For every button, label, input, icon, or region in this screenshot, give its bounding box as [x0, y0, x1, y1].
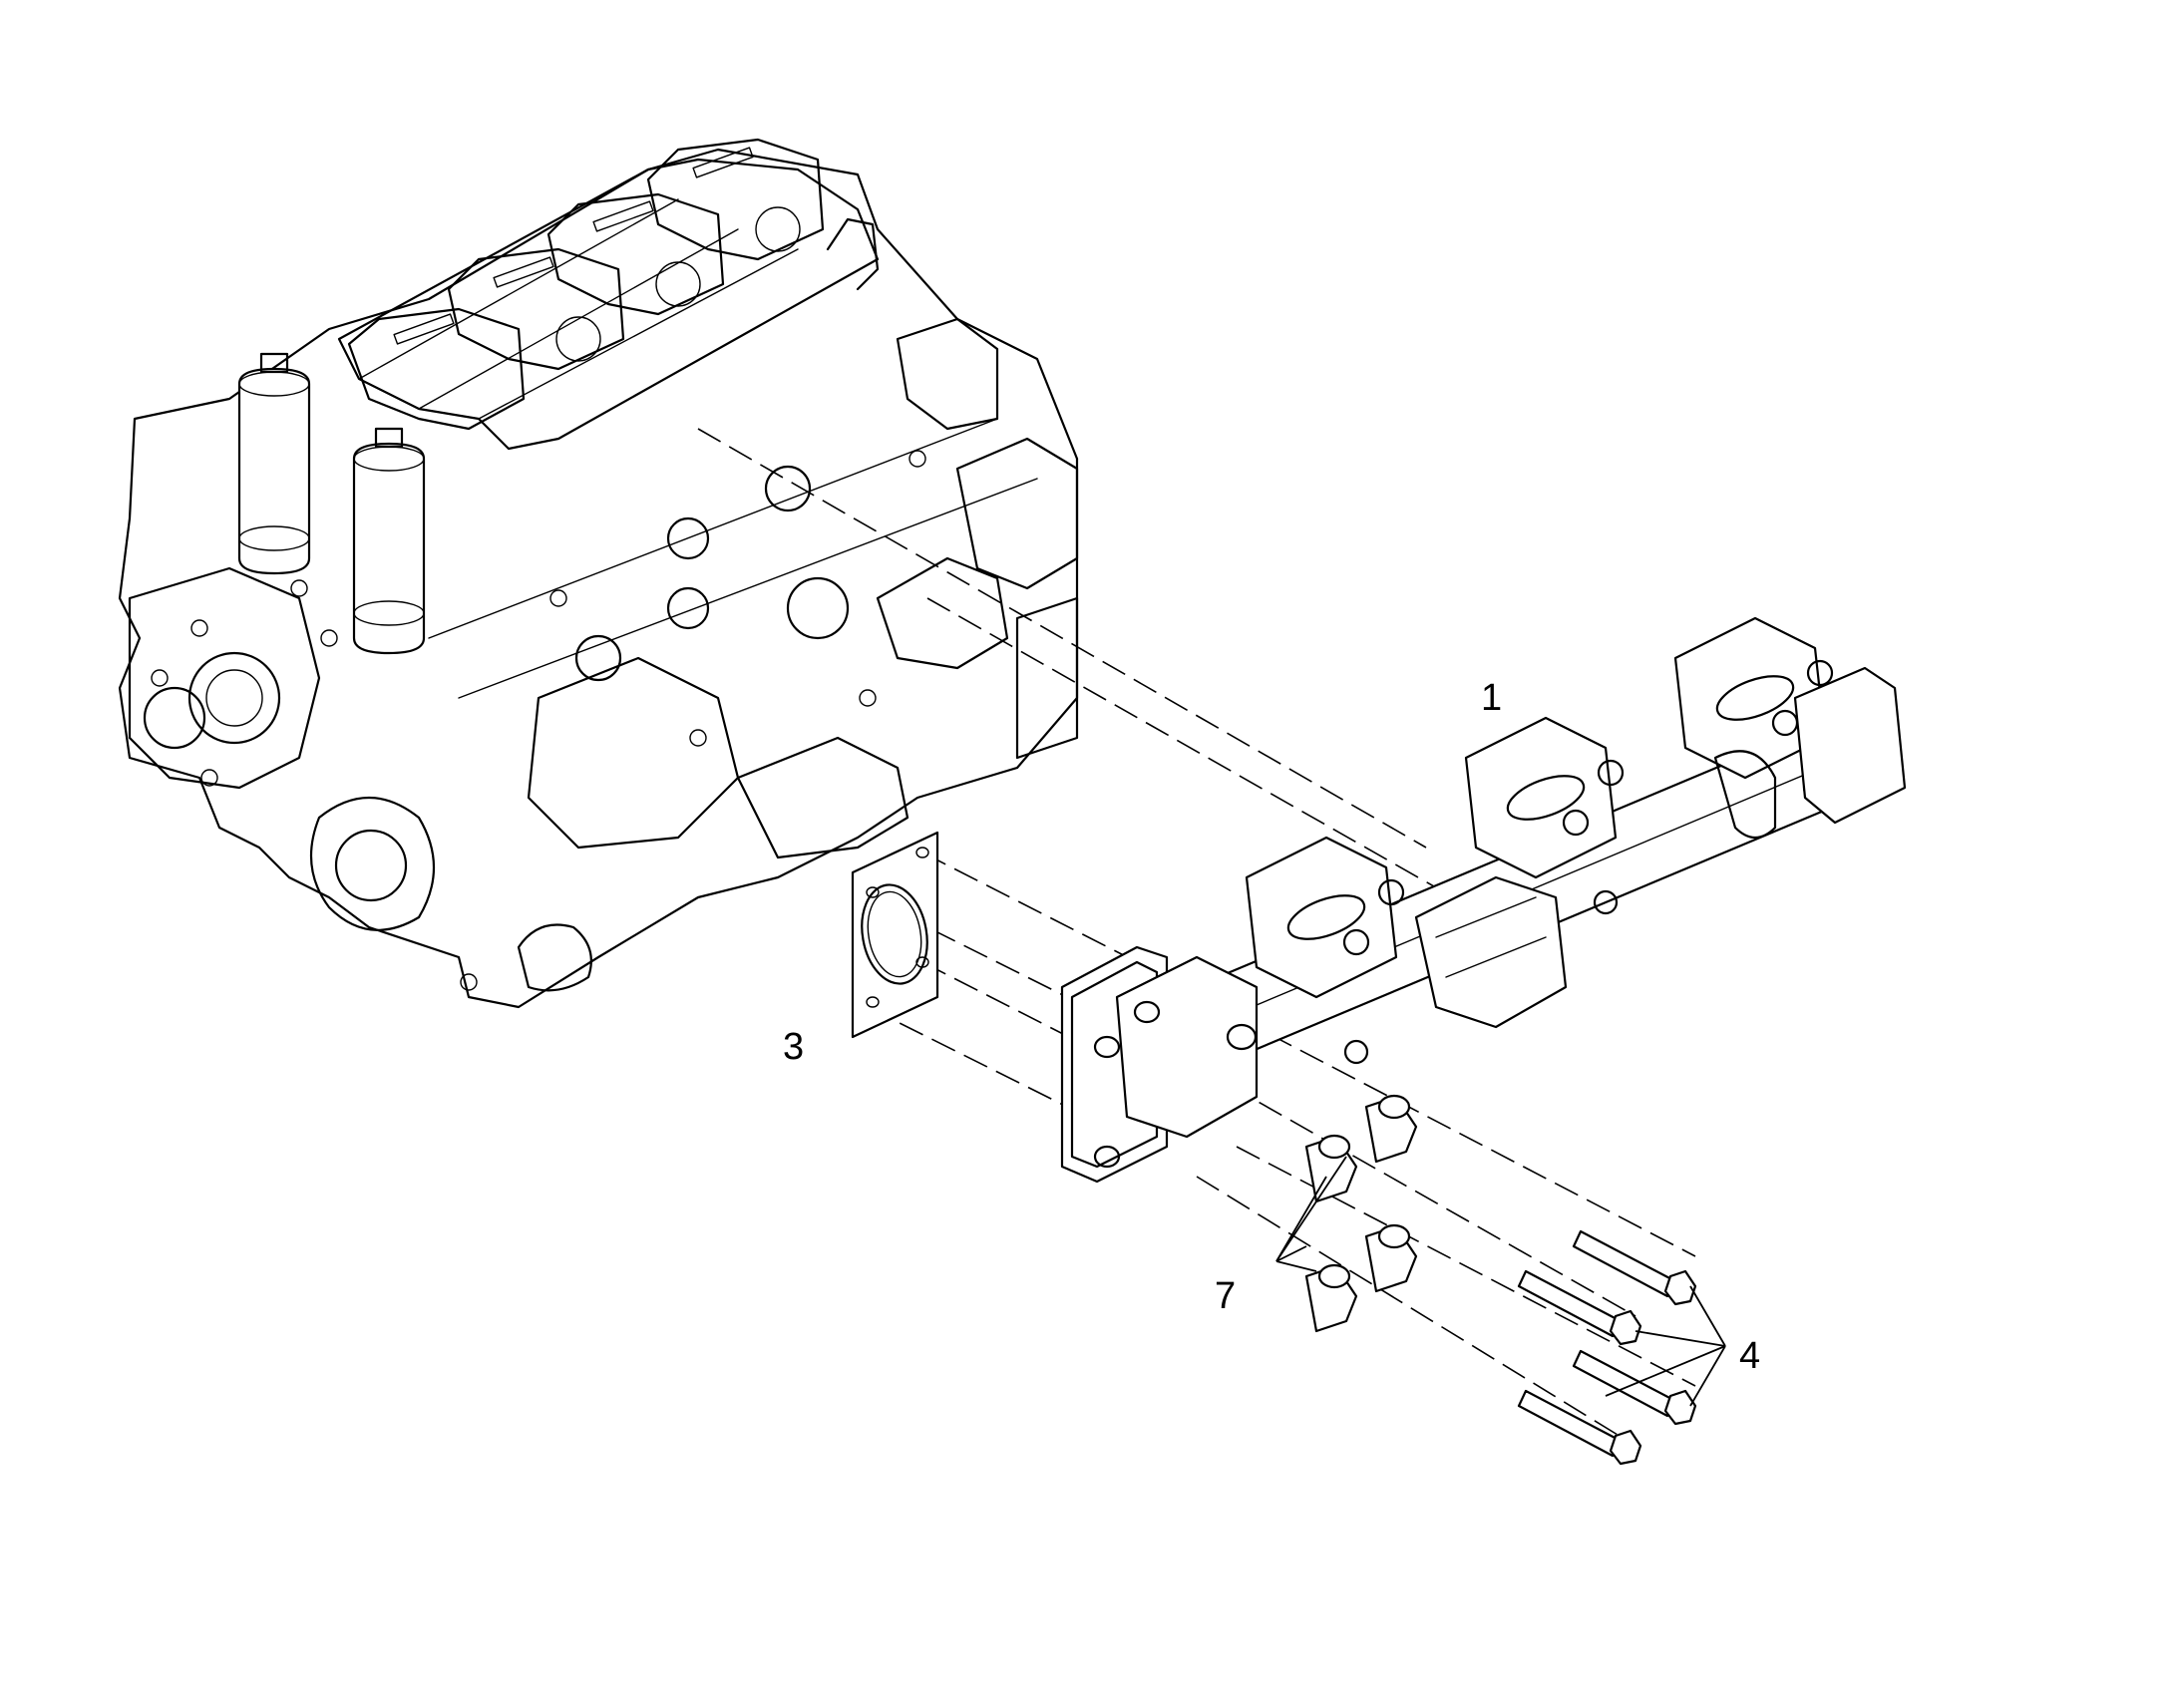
- bolts: [1517, 1229, 1697, 1466]
- callout-1: 1: [1481, 677, 1502, 719]
- spacer: [1364, 1094, 1418, 1164]
- leader-lines: [1275, 1156, 1726, 1407]
- callout-3: 3: [783, 1026, 804, 1068]
- bolt: [1572, 1349, 1697, 1426]
- bolt: [1517, 1269, 1642, 1346]
- manifold-gasket: [851, 831, 939, 1039]
- spacer: [1304, 1134, 1358, 1203]
- oil-filter-left: [237, 352, 311, 575]
- callout-7: 7: [1215, 1275, 1236, 1317]
- bolt: [1517, 1389, 1642, 1466]
- engine-block: [118, 138, 1079, 1009]
- spacer: [1304, 1263, 1358, 1333]
- bolt: [1572, 1229, 1697, 1306]
- exhaust-manifold: [1060, 616, 1907, 1184]
- callout-4: 4: [1739, 1335, 1760, 1377]
- spacers: [1304, 1094, 1418, 1333]
- runner-flange-1: [1245, 836, 1405, 1065]
- runner-flange-2: [1464, 716, 1625, 915]
- oil-filter-right: [352, 427, 426, 655]
- spacer: [1364, 1223, 1418, 1293]
